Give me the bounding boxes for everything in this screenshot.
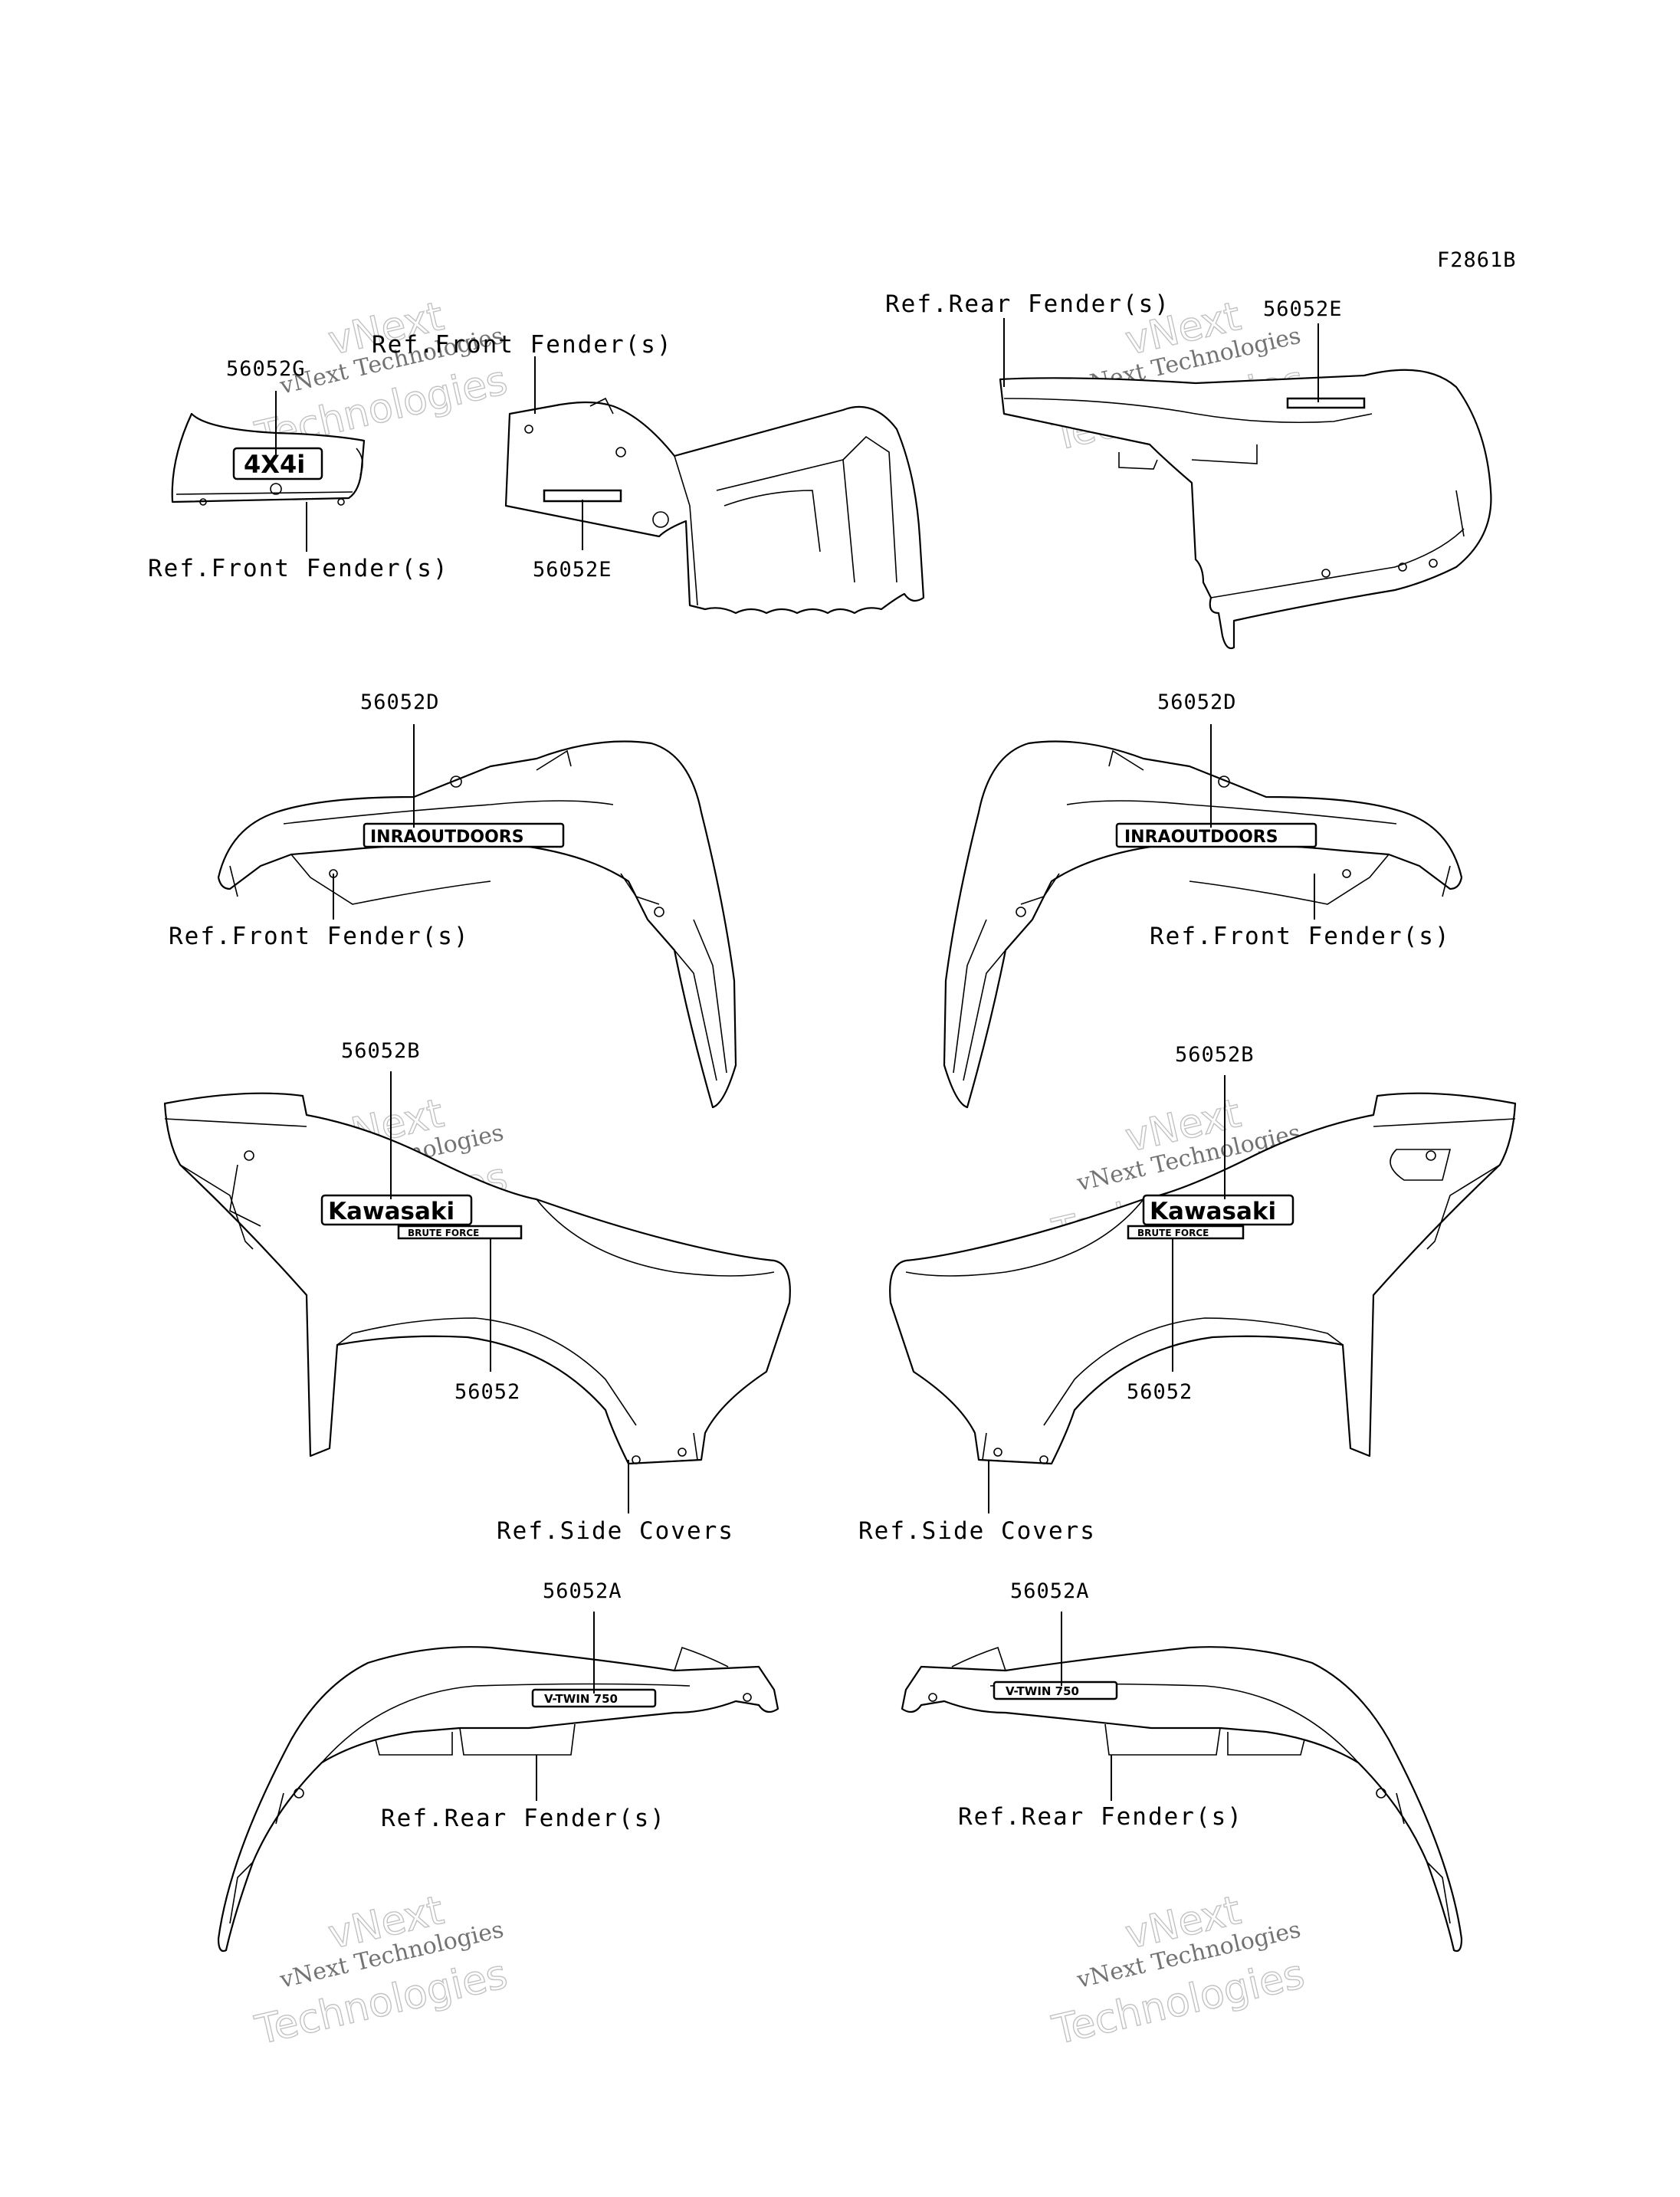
- code-56052D-right: 56052D: [1157, 690, 1237, 714]
- label-front-fender-left: Ref.Front Fender(s): [169, 923, 470, 950]
- svg-text:Kawasaki: Kawasaki: [328, 1198, 454, 1225]
- label-rear-fender-left: Ref.Rear Fender(s): [381, 1805, 666, 1832]
- label-rear-fender-top: Ref.Rear Fender(s): [885, 290, 1170, 318]
- code-56052G: 56052G: [226, 357, 306, 381]
- decal-56052E-top: [1286, 397, 1366, 409]
- svg-text:BRUTE FORCE: BRUTE FORCE: [408, 1228, 479, 1238]
- decal-inraoutdoors-left: INRAOUTDOORS: [363, 822, 565, 848]
- code-56052-right: 56052: [1127, 1380, 1193, 1404]
- decal-brute-force-left: BRUTE FORCE: [397, 1225, 523, 1240]
- label-front-fender-top: Ref.Front Fender(s): [372, 331, 673, 359]
- code-56052B-left: 56052B: [341, 1039, 421, 1063]
- side-cover-right: [889, 1092, 1517, 1465]
- code-56052A-right: 56052A: [1010, 1579, 1090, 1603]
- label-front-fender-small: Ref.Front Fender(s): [148, 555, 449, 582]
- code-56052-left: 56052: [454, 1380, 520, 1404]
- rear-fender-top-piece: [999, 369, 1492, 650]
- watermark-bottom-left: vNext vNext Technologies Technologies: [251, 1887, 512, 2054]
- front-fender-inner-piece: [504, 397, 925, 615]
- code-56052E-mid: 56052E: [533, 558, 612, 582]
- front-fender-right: [943, 740, 1463, 1109]
- decal-brute-force-right: BRUTE FORCE: [1137, 1228, 1209, 1238]
- svg-text:INRAOUTDOORS: INRAOUTDOORS: [370, 828, 524, 847]
- figure-id: F2861B: [1437, 248, 1517, 272]
- rear-fender-left: V-TWIN 750: [217, 1646, 779, 1953]
- decal-56052E-mid: [543, 489, 622, 503]
- decal-inraoutdoors-right: INRAOUTDOORS: [1124, 828, 1278, 847]
- code-56052E-top: 56052E: [1263, 297, 1343, 321]
- side-cover-left: Kawasaki BRUTE FORCE: [163, 1092, 791, 1465]
- code-56052D-left: 56052D: [360, 690, 440, 714]
- label-front-fender-right: Ref.Front Fender(s): [1150, 923, 1451, 950]
- decal-v-twin-left: V-TWIN 750: [531, 1688, 657, 1708]
- decal-kawasaki-right: Kawasaki: [1150, 1198, 1276, 1225]
- svg-text:4X4i: 4X4i: [244, 450, 305, 479]
- front-fender-center-piece: 4X4i: [171, 412, 366, 506]
- decal-kawasaki-left: Kawasaki: [320, 1194, 473, 1226]
- code-56052A-left: 56052A: [543, 1579, 622, 1603]
- decal-4x4i: 4X4i: [232, 447, 323, 480]
- rear-fender-right: [901, 1646, 1463, 1953]
- label-side-covers-right: Ref.Side Covers: [858, 1517, 1096, 1545]
- svg-text:V-TWIN 750: V-TWIN 750: [544, 1692, 618, 1706]
- label-rear-fender-right: Ref.Rear Fender(s): [958, 1803, 1243, 1831]
- front-fender-left: INRAOUTDOORS: [217, 740, 737, 1109]
- label-side-covers-left: Ref.Side Covers: [497, 1517, 734, 1545]
- watermark-bottom-right: vNext vNext Technologies Technologies: [1048, 1887, 1309, 2054]
- code-56052B-right: 56052B: [1175, 1043, 1255, 1067]
- decal-v-twin-right: V-TWIN 750: [1006, 1684, 1079, 1698]
